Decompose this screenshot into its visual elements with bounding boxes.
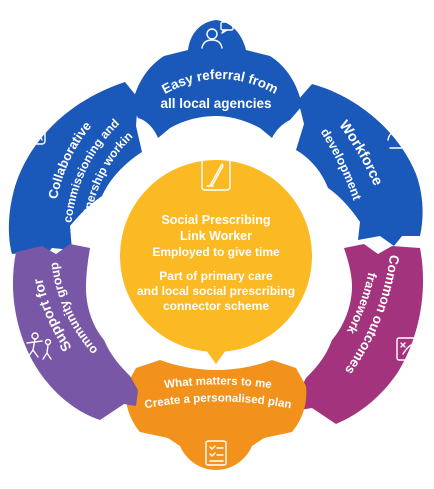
bottom-label-line-1: What matters to me xyxy=(164,375,273,391)
center-line-4: Part of primary care xyxy=(159,269,273,283)
bottom-label-1: What matters to me xyxy=(164,375,273,391)
segment-lower-right-shape xyxy=(298,244,424,424)
top-label-2: all local agencies xyxy=(160,96,271,111)
segment-upper-left xyxy=(8,82,142,262)
center-text: Social Prescribing Link Worker Employed … xyxy=(137,213,295,313)
checklist-icon xyxy=(205,440,227,466)
segment-top xyxy=(132,20,302,138)
center-hub xyxy=(120,160,312,364)
clipboard-pen-icon xyxy=(201,149,231,191)
people-gear-icon xyxy=(387,121,414,152)
center-line-3: Employed to give time xyxy=(152,245,280,259)
strategy-board-icon xyxy=(396,337,420,361)
group-icon xyxy=(16,123,46,145)
segment-upper-right xyxy=(296,84,423,246)
segment-lower-left xyxy=(12,244,138,420)
segment-upper-left-shape xyxy=(8,82,142,262)
center-line-2: Link Worker xyxy=(180,229,252,243)
segment-bottom-shape xyxy=(125,360,307,470)
figures-icon xyxy=(26,332,52,360)
center-circle xyxy=(120,160,312,352)
segment-upper-right-shape xyxy=(296,84,423,246)
center-line-1: Social Prescribing xyxy=(161,213,270,227)
segment-lower-right xyxy=(298,244,424,424)
center-line-6: connector scheme xyxy=(163,299,269,313)
center-line-5: and local social prescribing xyxy=(137,284,295,298)
user-speech-icon xyxy=(201,21,234,49)
segment-lower-left-shape xyxy=(12,244,138,420)
center-notch xyxy=(206,350,226,364)
segment-top-shape xyxy=(132,20,302,138)
segment-bottom xyxy=(125,360,307,470)
